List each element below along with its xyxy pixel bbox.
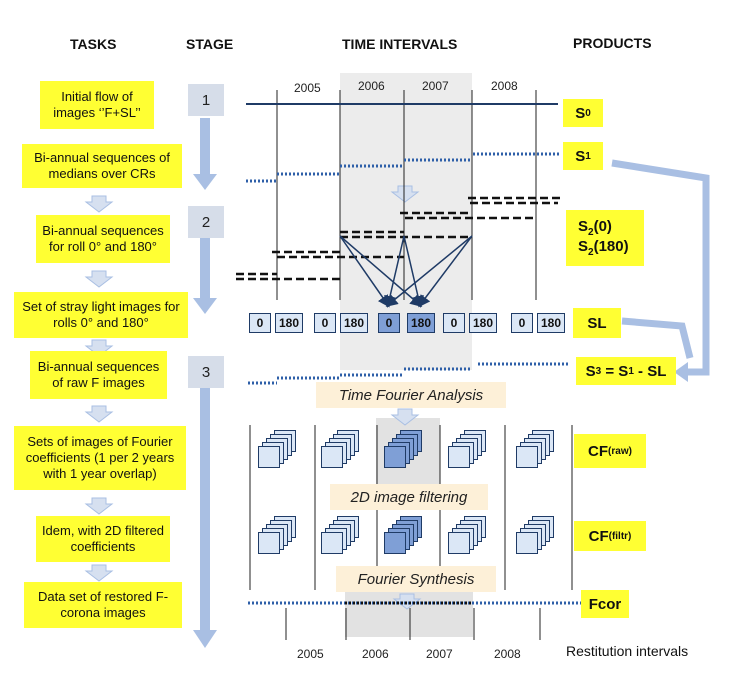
- convergence-arrows: [339, 235, 473, 308]
- header-products: PRODUCTS: [573, 35, 652, 51]
- time-grid-top: [276, 90, 537, 300]
- task-arrows: [84, 185, 422, 610]
- bottom-year-2005: 2005: [297, 647, 324, 661]
- image-stack-tile: [258, 446, 280, 468]
- roll-box-0-4: 0: [378, 313, 400, 333]
- product-cf-raw: CF(raw): [574, 434, 646, 468]
- product-sl: SL: [573, 308, 621, 338]
- top-year-2008: 2008: [491, 79, 518, 93]
- stage-1: 1: [188, 84, 224, 116]
- top-year-2007: 2007: [422, 79, 449, 93]
- process-time-fourier: Time Fourier Analysis: [316, 382, 506, 408]
- image-stack-tile: [321, 532, 343, 554]
- top-year-2005: 2005: [294, 81, 321, 95]
- image-stack-tile: [516, 532, 538, 554]
- task-stray-light: Set of stray light images for rolls 0° a…: [14, 292, 188, 338]
- roll-box-180-7: 180: [469, 313, 497, 333]
- bottom-year-2006: 2006: [362, 647, 389, 661]
- header-tasks: TASKS: [70, 36, 117, 52]
- bottom-year-2007: 2007: [426, 647, 453, 661]
- image-stack-tile: [448, 532, 470, 554]
- restitution-grid: [285, 608, 541, 640]
- stage-3: 3: [188, 356, 224, 388]
- restitution-label: Restitution intervals: [566, 643, 689, 659]
- roll-box-180-9: 180: [537, 313, 565, 333]
- product-fcor: Fcor: [581, 590, 629, 618]
- header-time-intervals: TIME INTERVALS: [342, 36, 458, 52]
- bottom-year-2008: 2008: [494, 647, 521, 661]
- task-fourier-coefficients: Sets of images of Fourier coefficients (…: [14, 426, 186, 490]
- feedback-arrow: [611, 159, 710, 382]
- image-stack-tile: [516, 446, 538, 468]
- stage-2: 2: [188, 206, 224, 238]
- task-initial-flow: Initial flow of images ‘’F+SL’’: [40, 81, 154, 129]
- process-fourier-synthesis: Fourier Synthesis: [336, 566, 496, 592]
- image-stack-tile: [384, 446, 406, 468]
- roll-box-180-3: 180: [340, 313, 368, 333]
- product-cf-filtr: CF(filtr): [574, 521, 646, 551]
- stage-arrow-1: [193, 118, 217, 190]
- top-year-2006: 2006: [358, 79, 385, 93]
- roll-box-0-2: 0: [314, 313, 336, 333]
- roll-box-180-1: 180: [275, 313, 303, 333]
- stage-arrow-3: [193, 388, 217, 648]
- image-stack-tile: [321, 446, 343, 468]
- image-stack-tile: [384, 532, 406, 554]
- stage-arrow-2: [193, 238, 217, 314]
- roll-box-0-8: 0: [511, 313, 533, 333]
- s3-lines: [248, 362, 570, 385]
- roll-box-0-0: 0: [249, 313, 271, 333]
- task-raw-f: Bi-annual sequences of raw F images: [30, 351, 167, 399]
- s1-lines: [246, 152, 560, 183]
- image-stack-tile: [258, 532, 280, 554]
- roll-box-180-5: 180: [407, 313, 435, 333]
- task-restored-images: Data set of restored F-corona images: [24, 582, 182, 628]
- s2-lines: [236, 196, 560, 281]
- task-median-sequences: Bi-annual sequences of medians over CRs: [22, 144, 182, 188]
- task-filtered-coefficients: Idem, with 2D filtered coefficients: [36, 516, 170, 562]
- roll-box-0-6: 0: [443, 313, 465, 333]
- header-stage: STAGE: [186, 36, 234, 52]
- product-s2: S2(0) S2(180): [566, 210, 644, 266]
- image-stack-tile: [448, 446, 470, 468]
- process-2d-filtering: 2D image filtering: [330, 484, 488, 510]
- task-roll-sequences: Bi-annual sequences for roll 0° and 180°: [36, 215, 170, 263]
